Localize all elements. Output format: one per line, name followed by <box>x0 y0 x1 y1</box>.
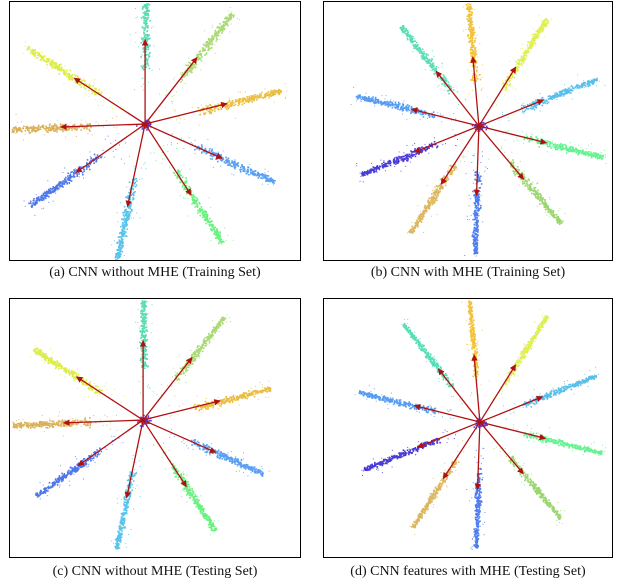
weight-arrow-2 <box>144 101 228 125</box>
weight-arrow-8 <box>73 77 146 125</box>
weight-arrow-7 <box>63 419 144 426</box>
cluster-0 <box>461 300 490 396</box>
caption-c: (c) CNN without MHE (Testing Set) <box>52 564 258 579</box>
caption-a: (a) CNN without MHE (Training Set) <box>49 265 261 280</box>
scatter-plot <box>12 300 272 550</box>
cluster-2 <box>501 74 606 122</box>
cluster-6 <box>34 435 124 500</box>
cluster-6 <box>406 145 475 234</box>
cluster-5 <box>111 152 152 260</box>
cluster-0 <box>462 3 484 95</box>
cluster-1 <box>159 7 240 108</box>
panel-b-training-mhe <box>323 1 613 261</box>
weight-arrow-9 <box>437 368 481 423</box>
cluster-3 <box>504 130 607 164</box>
weight-arrow-6 <box>77 419 144 467</box>
cluster-5 <box>464 151 488 257</box>
weight-arrow-0 <box>471 354 481 423</box>
weight-arrow-8 <box>75 376 144 421</box>
scatter-plot <box>350 3 607 257</box>
cluster-3 <box>163 429 270 477</box>
cluster-4 <box>488 146 566 226</box>
cluster-7 <box>361 429 456 477</box>
weight-arrow-5 <box>474 422 481 491</box>
scatter-plot <box>354 300 607 550</box>
weight-arrow-3 <box>478 125 547 145</box>
cluster-2 <box>169 380 272 418</box>
caption-d: (d) CNN features with MHE (Testing Set) <box>350 564 586 579</box>
weight-arrow-4 <box>479 421 524 475</box>
weight-arrow-9 <box>435 70 480 127</box>
cluster-5 <box>111 446 144 550</box>
cluster-3 <box>170 133 276 186</box>
cluster-8 <box>350 86 457 131</box>
weight-arrow-4 <box>142 419 187 488</box>
cluster-3 <box>505 424 607 456</box>
weight-arrow-6 <box>442 421 481 480</box>
cluster-8 <box>354 384 454 419</box>
cluster-8 <box>22 41 126 110</box>
cluster-7 <box>12 411 118 437</box>
cluster-0 <box>129 3 160 91</box>
weight-arrow-3 <box>144 123 223 159</box>
cluster-0 <box>134 300 153 394</box>
cluster-4 <box>152 442 220 536</box>
weight-arrow-4 <box>478 125 525 180</box>
weight-arrow-1 <box>478 66 517 127</box>
cluster-5 <box>466 447 486 550</box>
weight-arrow-7 <box>413 125 480 153</box>
weight-arrow-5 <box>473 126 480 197</box>
caption-b: (b) CNN with MHE (Training Set) <box>370 265 566 280</box>
panel-a-training-no-mhe <box>9 1 301 261</box>
cluster-6 <box>409 440 465 536</box>
weight-arrow-5 <box>124 419 144 499</box>
cluster-1 <box>152 314 232 406</box>
cluster-2 <box>503 366 599 420</box>
cluster-1 <box>485 308 549 400</box>
weight-arrow-5 <box>125 123 146 208</box>
panel-d-testing-mhe <box>323 298 613 558</box>
weight-arrow-6 <box>440 125 480 185</box>
weight-arrow-3 <box>479 421 547 441</box>
weight-arrow-2 <box>142 399 221 421</box>
weight-arrow-2 <box>478 99 544 127</box>
scatter-plot <box>11 3 288 260</box>
weight-arrow-3 <box>142 419 217 453</box>
weight-arrow-2 <box>479 395 544 423</box>
weight-arrow-8 <box>413 403 481 423</box>
weight-arrow-1 <box>144 57 198 125</box>
panel-c-testing-no-mhe <box>9 298 301 558</box>
weight-arrow-7 <box>416 421 481 449</box>
cluster-1 <box>487 14 552 106</box>
weight-arrow-1 <box>479 364 517 423</box>
weight-arrow-7 <box>60 123 146 131</box>
cluster-4 <box>493 446 566 526</box>
cluster-9 <box>401 318 472 405</box>
cluster-8 <box>29 345 125 404</box>
cluster-2 <box>174 82 288 126</box>
cluster-9 <box>399 25 467 105</box>
weight-arrow-0 <box>470 56 480 127</box>
cluster-7 <box>11 113 119 141</box>
weight-arrow-4 <box>144 123 192 196</box>
weight-arrow-1 <box>142 357 193 421</box>
weight-arrow-8 <box>410 107 480 127</box>
weight-arrow-6 <box>75 123 146 174</box>
